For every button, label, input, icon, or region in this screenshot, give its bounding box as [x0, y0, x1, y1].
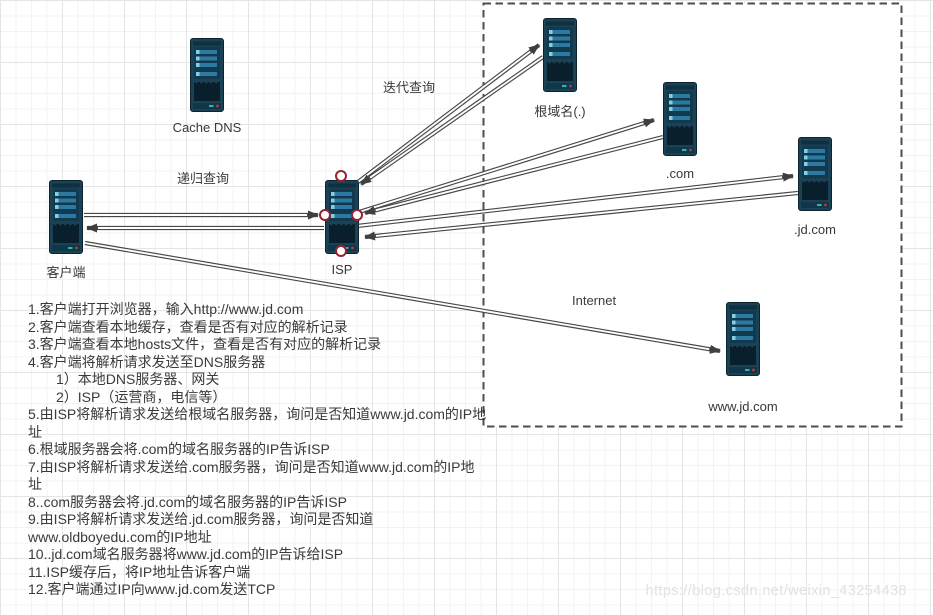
edge-inner-client-to-www — [84, 242, 710, 351]
server-icon — [798, 137, 832, 211]
iterative-query-label: 迭代查询 — [383, 80, 436, 95]
node-label-www-jd-com: www.jd.com — [708, 399, 778, 414]
edge-inner-isp-to-jdcom — [356, 176, 783, 227]
edge-inner-root-to-isp — [369, 56, 544, 179]
internet-label: Internet — [572, 293, 617, 308]
step-line: 9.由ISP将解析请求发送给.jd.com服务器，询问是否知道 — [28, 511, 374, 527]
step-line: 8..com服务器会将.jd.com的域名服务器的IP告诉ISP — [28, 493, 347, 510]
step-line: 址 — [28, 423, 42, 440]
isp-handle-right[interactable] — [350, 208, 363, 221]
server-icon — [49, 180, 83, 254]
node-label-com: .com — [665, 166, 695, 181]
node-jd-com[interactable]: .jd.com — [794, 137, 836, 237]
node-cache-dns[interactable]: Cache DNS — [173, 38, 241, 135]
isp-handle-top[interactable] — [335, 170, 348, 183]
step-line: 12.客户端通过IP向www.jd.com发送TCP — [28, 581, 276, 597]
watermark: https://blog.csdn.net/weixin_43254438 — [645, 583, 907, 599]
server-icon — [663, 82, 697, 156]
node-label-jd-com: .jd.com — [794, 222, 836, 237]
step-line: www.oldboyedu.com的IP地址 — [28, 528, 212, 545]
edge-inner-jdcom-to-isp — [375, 192, 799, 237]
step-line: 2）ISP（运营商，电信等） — [28, 388, 227, 405]
node-www-jd-com[interactable]: www.jd.com — [708, 302, 778, 414]
step-line: 5.由ISP将解析请求发送给根域名服务器，询问是否知道www.jd.com的IP… — [28, 406, 487, 422]
step-line: 6.根域服务器会将.com的域名服务器的IP告诉ISP — [28, 441, 330, 457]
node-label-root: 根域名(.) — [534, 104, 586, 119]
step-line: 址 — [28, 476, 42, 492]
isp-handle-left[interactable] — [318, 208, 331, 221]
edge-inner-isp-to-com — [358, 122, 644, 213]
step-line: 7.由ISP将解析请求发送给.com服务器，询问是否知道www.jd.com的I… — [28, 458, 475, 475]
node-label-cache-dns: Cache DNS — [172, 120, 242, 135]
step-line: 3.客户端查看本地hosts文件，查看是否有对应的解析记录 — [28, 336, 382, 352]
server-icon — [543, 18, 577, 92]
node-com[interactable]: .com — [663, 82, 697, 181]
node-isp[interactable]: ISP — [325, 180, 359, 277]
recursive-query-label: 递归查询 — [177, 171, 230, 186]
node-client[interactable]: 客户端 — [46, 180, 86, 280]
node-root[interactable]: 根域名(.) — [534, 18, 586, 119]
edge-inner-isp-to-root — [349, 50, 531, 189]
step-line: 4.客户端将解析请求发送至DNS服务器 — [28, 353, 266, 370]
node-label-isp: ISP — [331, 262, 353, 277]
step-line: 1）本地DNS服务器、网关 — [28, 371, 220, 387]
edge-inner-com-to-isp — [375, 136, 664, 212]
step-line: 10..jd.com域名服务器将www.jd.com的IP告诉给ISP — [28, 546, 344, 562]
server-icon — [726, 302, 760, 376]
step-line: 11.ISP缓存后，将IP地址告诉客户端 — [28, 563, 251, 580]
server-icon — [190, 38, 224, 112]
step-line: 1.客户端打开浏览器，输入http://www.jd.com — [28, 301, 304, 317]
node-label-client: 客户端 — [46, 265, 86, 280]
step-line: 2.客户端查看本地缓存，查看是否有对应的解析记录 — [28, 318, 348, 335]
isp-handle-bottom[interactable] — [335, 245, 348, 258]
